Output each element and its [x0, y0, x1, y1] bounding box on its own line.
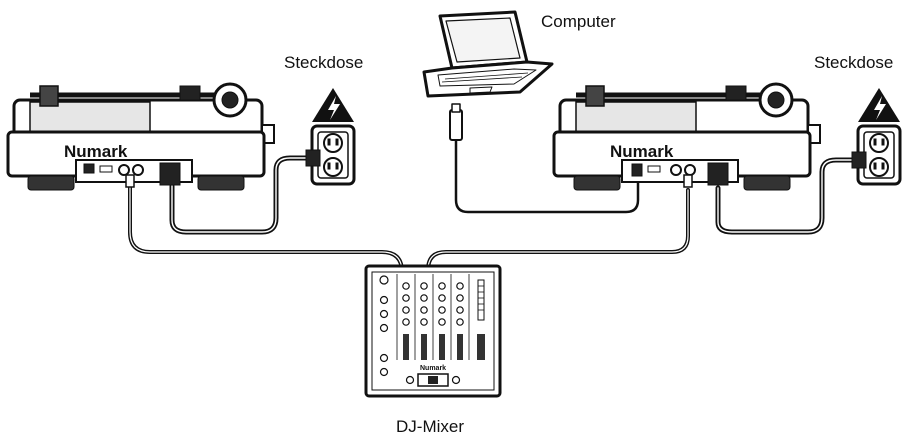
turntable-left: Numark: [6, 82, 275, 191]
brand-right: Numark: [610, 142, 674, 161]
brand-mixer: Numark: [420, 365, 446, 372]
brand-left: Numark: [64, 142, 128, 161]
turntable-right: Numark: [552, 82, 821, 191]
high-voltage-warning-icon: [858, 88, 900, 122]
high-voltage-warning-icon: [312, 88, 354, 122]
power-outlet-icon: [851, 124, 902, 186]
mixer-channels: [396, 274, 485, 360]
laptop-icon: [422, 10, 554, 141]
dj-mixer-icon: Numark: [364, 264, 502, 398]
label-dj-mixer: DJ-Mixer: [396, 417, 464, 436]
usb-plug-icon: [449, 103, 463, 141]
label-outlet-left: Steckdose: [284, 53, 363, 72]
label-outlet-right: Steckdose: [814, 53, 893, 72]
cables: [128, 138, 861, 284]
usb-cable: [454, 138, 640, 214]
label-computer: Computer: [541, 12, 616, 31]
power-outlet-icon: [305, 124, 356, 186]
